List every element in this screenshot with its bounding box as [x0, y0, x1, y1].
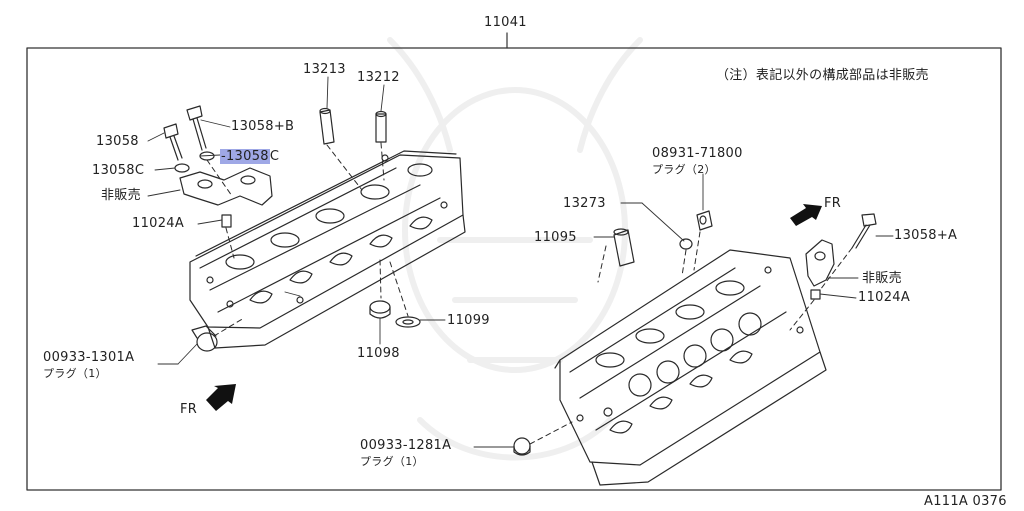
dowel-11024a-right	[810, 289, 821, 300]
fr-arrow-left	[206, 384, 236, 411]
pin-13212	[375, 110, 387, 143]
part-08931-71800-label[interactable]: 08931-71800	[652, 146, 743, 161]
pin-13213	[319, 107, 335, 145]
plug-00933-1301a	[191, 325, 218, 352]
plug-2-label: プラグ（2）	[652, 163, 716, 176]
seal-11098	[369, 300, 391, 319]
part-11098-label[interactable]: 11098	[357, 346, 400, 361]
washer-13273	[679, 238, 693, 250]
figure-code: A111A 0376	[924, 494, 1007, 509]
part-13058-label[interactable]: 13058	[96, 134, 139, 149]
not-sold-left-label: 非販売	[101, 188, 141, 203]
part-13058b-label[interactable]: 13058+B	[231, 119, 295, 134]
part-11095-label[interactable]: 11095	[534, 230, 577, 245]
plug-1-left-label: プラグ（1）	[43, 367, 107, 380]
fr-left-label: FR	[180, 402, 198, 417]
right-dashed-leaders	[529, 231, 853, 445]
plug-00933-1281a	[513, 437, 531, 456]
left-dashed-leaders	[206, 142, 409, 337]
not-sold-right-label: 非販売	[862, 271, 902, 286]
part-13058c-selected-highlight[interactable]: -13058	[220, 149, 270, 164]
dowel-11024a-left	[221, 214, 232, 228]
diagram-frame	[26, 47, 1002, 491]
part-13212-label[interactable]: 13212	[357, 70, 400, 85]
plug-1-right-label: プラグ（1）	[360, 455, 424, 468]
part-13058a-label[interactable]: 13058+A	[894, 228, 958, 243]
part-00933-1281a-label[interactable]: 00933-1281A	[360, 438, 452, 453]
washer-13058c-left	[174, 163, 190, 173]
pin-11095	[613, 228, 635, 267]
bolt-13058a	[851, 213, 877, 249]
note-text: （注）表記以外の構成部品は非販売	[716, 68, 929, 83]
fr-right-label: FR	[824, 196, 842, 211]
right-cylinder-head	[554, 249, 827, 486]
bolt-13058	[163, 123, 183, 161]
part-13273-label[interactable]: 13273	[563, 196, 606, 211]
part-00933-1301a-label[interactable]: 00933-1301A	[43, 350, 135, 365]
part-11024a-left-label[interactable]: 11024A	[132, 216, 185, 231]
watermark-crest	[387, 37, 643, 461]
part-11099-label[interactable]: 11099	[447, 313, 490, 328]
bolt-13058b	[186, 105, 207, 151]
right-bracket	[805, 239, 835, 287]
plug-08931-71800	[696, 210, 713, 231]
seal-11099	[395, 316, 421, 328]
part-13213-label[interactable]: 13213	[303, 62, 346, 77]
left-bracket	[179, 167, 273, 206]
label-leaders	[147, 76, 894, 448]
fr-arrow-right	[790, 204, 822, 226]
assembly-number-label: 11041	[484, 15, 527, 30]
part-13058c-selected-label[interactable]: -13058C	[220, 147, 279, 165]
part-11024a-right-label[interactable]: 11024A	[858, 290, 911, 305]
part-13058c-left-label[interactable]: 13058C	[92, 163, 145, 178]
left-cylinder-head	[189, 150, 466, 349]
part-13058c-selected-suffix: C	[269, 149, 280, 164]
